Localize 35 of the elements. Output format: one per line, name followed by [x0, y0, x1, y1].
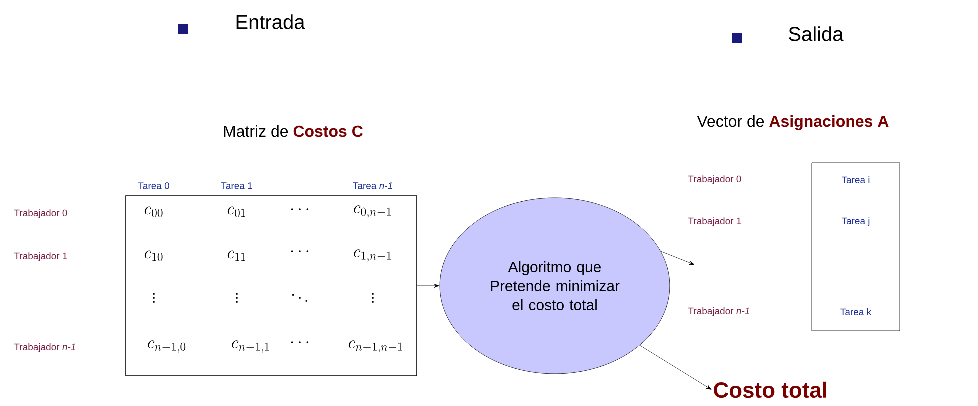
row-header: Trabajador 0	[688, 176, 742, 184]
matrix-entry: $c_{0,n-1}$	[354, 206, 392, 218]
matrix-entry: $c_{n-1,1}$	[232, 340, 270, 354]
vector-entry: Tarea k	[840, 308, 872, 316]
heading: Asignaciones A	[770, 115, 889, 130]
matrix-entry: $\vdots$	[153, 293, 155, 303]
vector-entry: Tarea i	[842, 176, 870, 184]
matrix-entry: $\ddots$	[292, 294, 308, 302]
matrix-entry: $c_{n-1,n-1}$	[348, 340, 402, 354]
matrix-entry: $\cdots$	[291, 250, 309, 252]
row-header: Trabajador 0	[14, 210, 68, 218]
matrix-entry: $c_{1,n-1}$	[354, 250, 392, 262]
section-label: Entrada	[236, 14, 306, 30]
matrix-entry: $c_{10}$	[144, 250, 163, 262]
heading: Vector de	[697, 115, 764, 128]
row-header: Trabajador 1	[688, 218, 742, 226]
matrix-entry: $c_{00}$	[144, 206, 163, 218]
vector-entry: Tarea j	[842, 218, 870, 226]
arrow	[417, 284, 440, 288]
matrix-entry: $c_{n-1,0}$	[148, 340, 186, 354]
result-text: Costo total	[714, 382, 826, 398]
matrix-entry: $\cdots$	[291, 208, 309, 210]
matrix-entry: $\vdots$	[236, 293, 238, 303]
heading: Costos C	[294, 126, 363, 138]
row-header: Trabajador n-1	[688, 308, 750, 316]
matrix-entry: $c_{01}$	[228, 206, 246, 218]
section-label: Salida	[789, 26, 844, 42]
arrow	[640, 345, 712, 390]
heading: Matriz de	[224, 125, 288, 138]
row-header: Trabajador n-1	[14, 344, 76, 352]
matrix-entry: $\cdots$	[291, 342, 309, 344]
matrix-entry: $\vdots$	[372, 293, 374, 303]
row-header: Trabajador 1	[14, 252, 68, 262]
arrow	[660, 251, 695, 265]
matrix-entry: $c_{11}$	[228, 250, 246, 261]
